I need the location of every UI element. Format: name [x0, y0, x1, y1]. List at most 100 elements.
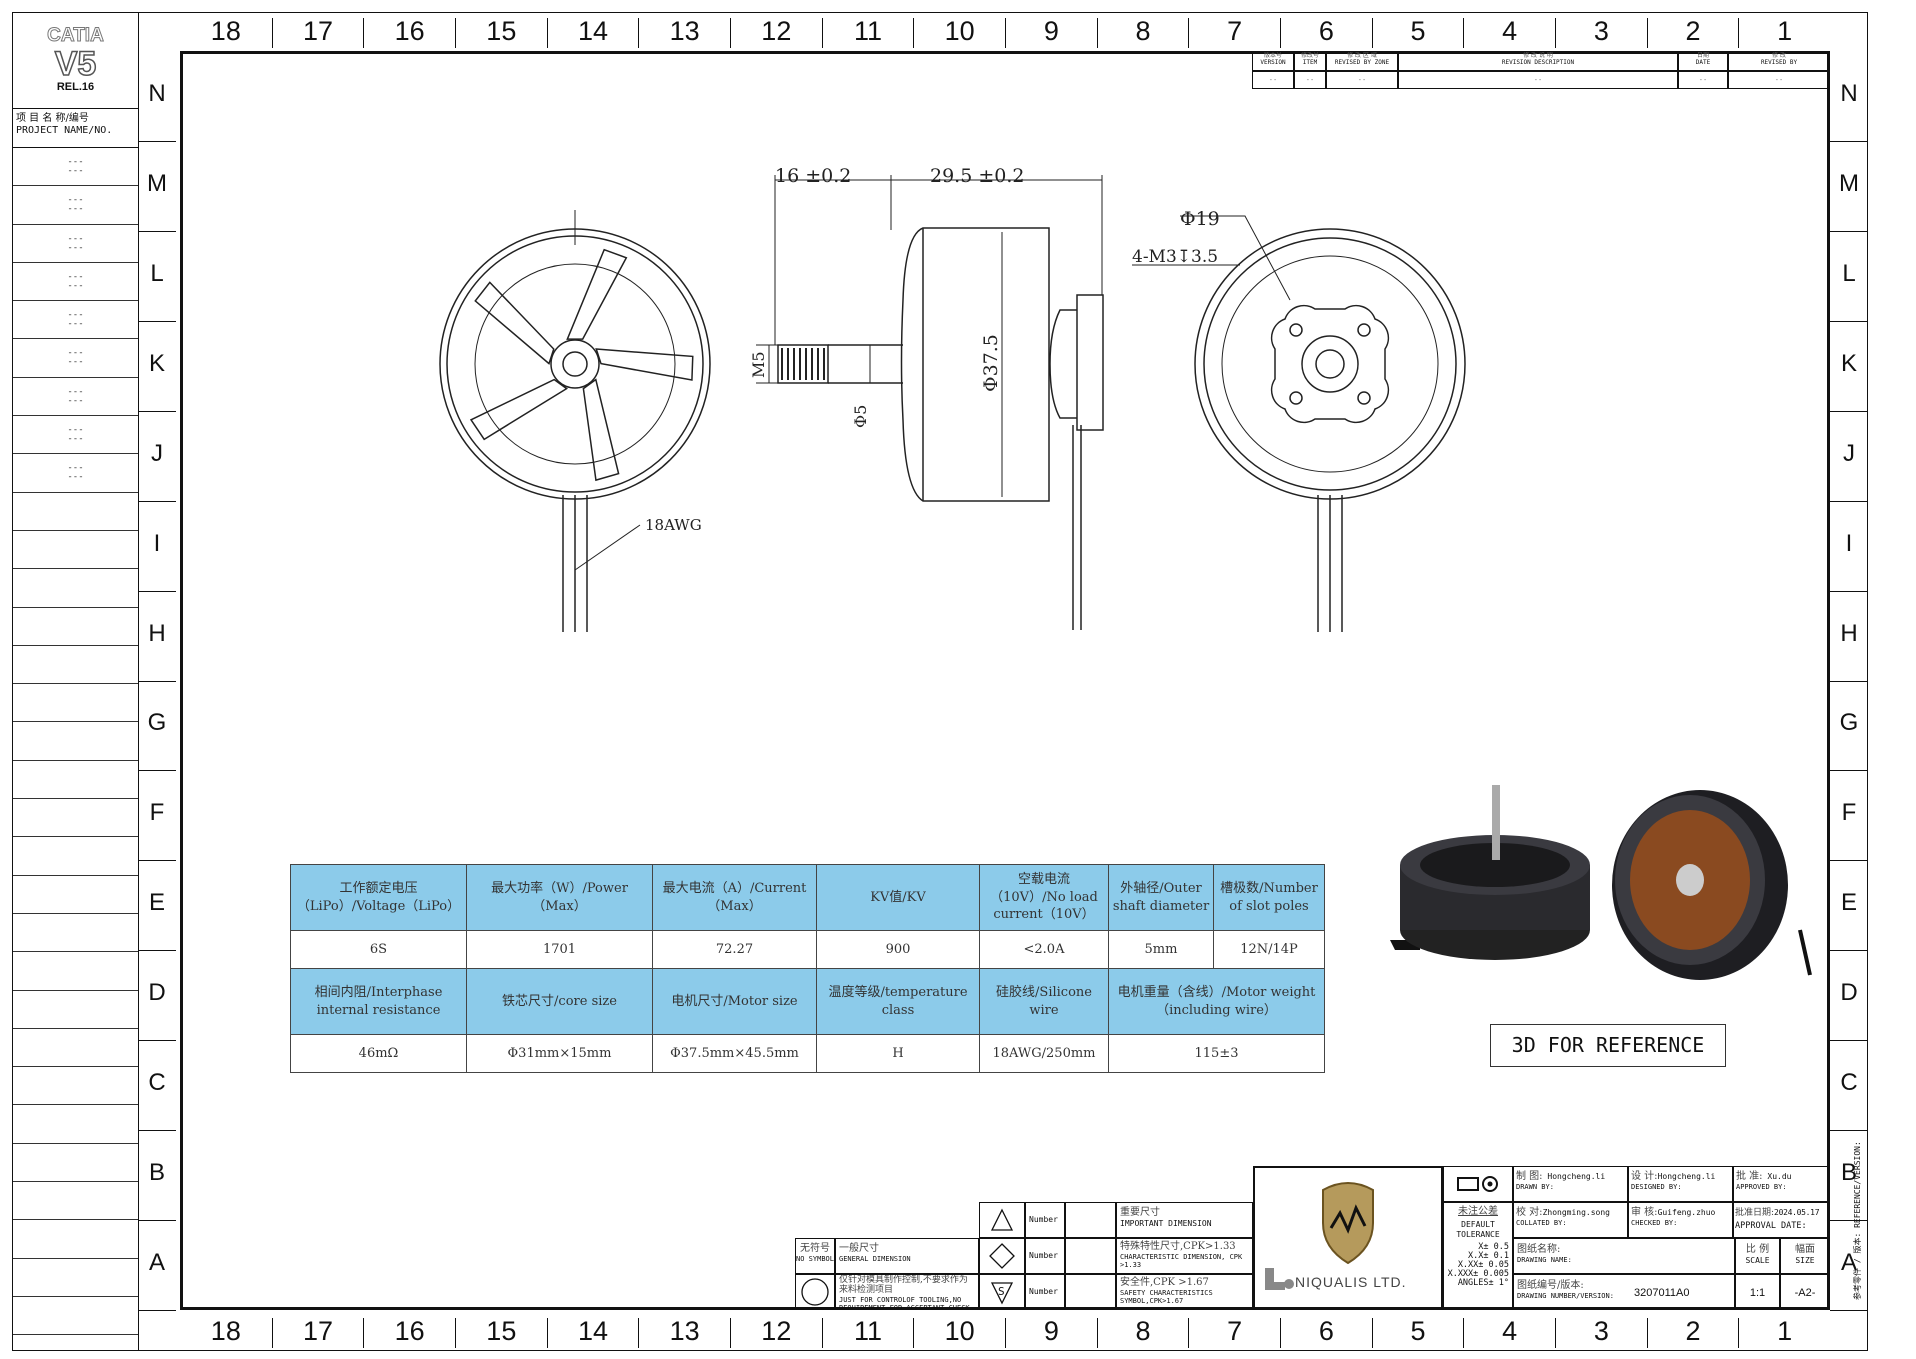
- grid-row-label: F: [149, 799, 165, 827]
- grid-row-divider: [1830, 1310, 1868, 1311]
- grid-row-divider: [1830, 320, 1868, 322]
- grid-column-label: 4: [1463, 1318, 1555, 1348]
- number-value: [1065, 1274, 1116, 1310]
- grid-row-divider: [138, 860, 176, 862]
- grid-column-label: 10: [913, 18, 1005, 48]
- approval-date-value: 2024.05.17: [1774, 1208, 1820, 1217]
- grid-row-label: B: [148, 1159, 165, 1187]
- specs-value-cell: H: [816, 1034, 980, 1073]
- grid-row-label: A: [1840, 1249, 1857, 1277]
- catia-version: V5: [54, 45, 97, 83]
- characteristic-en: CHARACTERISTIC DIMENSION, CPK >1.33: [1120, 1253, 1243, 1270]
- grid-row-label: L: [1842, 259, 1856, 287]
- catia-release: REL.16: [56, 81, 95, 93]
- grid-column-label: 8: [1096, 1318, 1189, 1348]
- approved-by-label: 批 准:: [1736, 1171, 1763, 1182]
- project-row-value: ---: [67, 348, 84, 359]
- revision-header-en: ITEM: [1302, 58, 1318, 66]
- project-row: ------: [13, 416, 138, 455]
- diamond-icon: [979, 1238, 1025, 1274]
- specs-value-cell: 1701: [466, 930, 653, 969]
- project-row: [13, 1144, 138, 1183]
- specs-header-cell: 相间内阻/Interphase internal resistance: [290, 968, 467, 1035]
- number-label: Number: [1025, 1238, 1065, 1274]
- specs-header-cell: 温度等级/temperature class: [816, 968, 980, 1035]
- project-row-value: ---: [67, 434, 84, 445]
- revision-header-cn: 修 改 说 明: [1523, 52, 1553, 59]
- grid-row-divider: [1830, 1130, 1868, 1132]
- grid-column-label: 18: [210, 16, 241, 46]
- project-row-value: ---: [67, 271, 84, 282]
- grid-row-divider: [138, 1040, 176, 1042]
- tolerance-value: X.XX± 0.05: [1457, 1260, 1509, 1271]
- specs-header-cell: 电机重量（含线）/Motor weight（including wire）: [1108, 968, 1325, 1035]
- grid-row-divider: [138, 770, 176, 772]
- grid-column-label: 12: [730, 18, 822, 48]
- specs-value-cell: 115±3: [1108, 1034, 1325, 1073]
- specs-header-cell: 电机尺寸/Motor size: [652, 968, 817, 1035]
- specs-value-cell: 18AWG/250mm: [979, 1034, 1109, 1073]
- collated-by-label: 校 对:: [1516, 1207, 1543, 1218]
- grid-row-divider: [138, 590, 176, 592]
- revision-value: --: [1398, 71, 1678, 89]
- revision-header-cn: 日期: [1696, 52, 1709, 59]
- project-row: [13, 876, 138, 914]
- safety-en: SAFETY CHARACTERISTICS SYMBOL,CPK>1.67: [1120, 1289, 1213, 1306]
- grid-row-divider: [138, 140, 176, 142]
- grid-column-label: 1: [1738, 1318, 1830, 1348]
- project-row-value: ---: [67, 195, 84, 206]
- project-row-value: ---: [67, 204, 84, 215]
- grid-row-label: K: [1840, 349, 1857, 377]
- grid-row-divider: [138, 410, 176, 412]
- grid-row-divider: [1830, 950, 1868, 952]
- specs-value-cell: 72.27: [652, 930, 817, 969]
- project-row-value: ---: [67, 425, 84, 436]
- grid-row-divider: [138, 500, 176, 502]
- grid-row-label: I: [153, 529, 161, 557]
- tolerance-value: X± 0.5: [1478, 1242, 1509, 1253]
- grid-row-label: H: [1840, 619, 1858, 647]
- rotor-spoke: [566, 248, 628, 340]
- grid-row-divider: [138, 230, 176, 232]
- project-row: [13, 1067, 138, 1106]
- specs-value-cell: Φ31mm×15mm: [466, 1034, 653, 1073]
- specs-header-cell: 硅胶线/Silicone wire: [979, 968, 1109, 1035]
- sidebar: CATIA V5 REL.16 项 目 名 称/编号 PROJECT NAME/…: [12, 12, 139, 1351]
- grid-column-label: 1: [1738, 18, 1830, 48]
- specs-header-cell: 槽极数/Number of slot poles: [1213, 864, 1325, 931]
- safety-cn: 安全件,CPK >1.67: [1120, 1277, 1209, 1288]
- grid-row-label: E: [148, 889, 165, 917]
- dim-mount-holes: 4-M3↧3.5: [1132, 247, 1218, 267]
- project-label-cn: 项 目 名 称/编号: [16, 113, 89, 124]
- s-mark: S: [998, 1285, 1005, 1298]
- project-row: ------: [13, 225, 138, 263]
- project-row: [13, 1220, 138, 1259]
- characteristic-cn: 特殊特性尺寸,CPK>1.33: [1120, 1241, 1236, 1252]
- revision-header-en: REVISED BY: [1760, 58, 1798, 66]
- project-row: ------: [13, 301, 138, 340]
- grid-row-label: G: [147, 709, 167, 737]
- project-label-en: PROJECT NAME/NO.: [16, 125, 113, 136]
- front-view: [439, 210, 711, 632]
- tolerance-en: DEFAULT TOLERANCE: [1456, 1220, 1500, 1239]
- specs-value-cell: 5mm: [1108, 930, 1214, 969]
- revision-header-en: REVISED BY ZONE: [1334, 58, 1390, 66]
- project-row-value: ---: [67, 310, 84, 321]
- grid-row-label: L: [150, 259, 164, 287]
- grid-column-label: 9: [1005, 18, 1097, 48]
- size-value: -A2-: [1780, 1274, 1830, 1310]
- grid-row-label: M: [1839, 169, 1859, 197]
- project-row: [13, 569, 138, 608]
- dim-thread: M5: [749, 351, 768, 378]
- grid-column-label: 18: [210, 1316, 241, 1346]
- revision-header-en: VERSION: [1260, 58, 1286, 66]
- project-row-value: ---: [67, 472, 84, 483]
- grid-row-divider: [1830, 770, 1868, 772]
- collated-by-value: Zhongming.song: [1542, 1208, 1610, 1217]
